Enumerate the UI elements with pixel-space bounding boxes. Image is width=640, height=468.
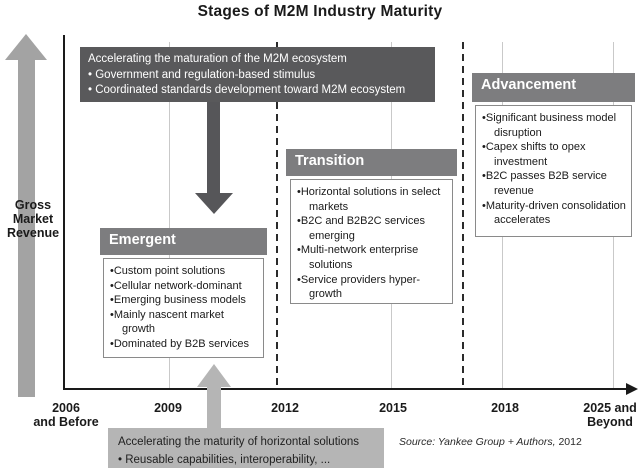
- tick-label-2006: 2006 and Before: [33, 401, 99, 429]
- bullet-item: Multi-network enterprise solutions: [297, 243, 448, 272]
- source-note-italic: Source: Yankee Group + Authors,: [399, 436, 556, 448]
- x-axis-arrow-icon: [626, 383, 638, 395]
- stage-transition-body: Horizontal solutions in select markets B…: [290, 179, 453, 304]
- x-axis-line: [63, 388, 628, 390]
- revenue-growth-arrow-icon: [18, 56, 35, 397]
- tick-label-2015: 2015: [379, 401, 407, 415]
- bullet-item: Capex shifts to opex investment: [482, 140, 627, 169]
- bullet-item: Significant business model disruption: [482, 111, 627, 140]
- stage-advancement-body: Significant business model disruption Ca…: [475, 105, 632, 237]
- tick-label-2012: 2012: [271, 401, 299, 415]
- stage-divider-dashed-left: [276, 42, 278, 388]
- tick-label-2025: 2025 and Beyond: [583, 401, 637, 429]
- y-axis-label: Gross Market Revenue: [6, 198, 60, 240]
- tick-label-2018: 2018: [491, 401, 519, 415]
- top-callout-bullet: Coordinated standards development toward…: [88, 83, 435, 99]
- down-arrowhead-icon: [195, 193, 233, 214]
- top-callout-bullet: Government and regulation-based stimulus: [88, 68, 435, 84]
- bullet-item: Maturity-driven consolidation accelerate…: [482, 199, 627, 228]
- bullet-item: Mainly nascent market growth: [110, 308, 259, 337]
- up-arrow-icon: [207, 386, 221, 428]
- bullet-item: B2C and B2B2C services emerging: [297, 214, 448, 243]
- stage-advancement-header: Advancement: [472, 73, 635, 102]
- gridline-2009: [169, 42, 170, 388]
- page-title: Stages of M2M Industry Maturity: [197, 3, 443, 20]
- stage-transition-header: Transition: [286, 149, 457, 176]
- down-arrow-icon: [207, 101, 220, 193]
- bottom-callout: Accelerating the maturity of horizontal …: [108, 428, 384, 468]
- top-callout-heading: Accelerating the maturation of the M2M e…: [88, 53, 347, 65]
- bullet-item: Custom point solutions: [110, 264, 259, 279]
- bullet-item: B2C passes B2B service revenue: [482, 169, 627, 198]
- bullet-item: Horizontal solutions in select markets: [297, 185, 448, 214]
- stage-emergent-header: Emergent: [100, 228, 267, 255]
- tick-label-2009: 2009: [154, 401, 182, 415]
- top-callout: Accelerating the maturation of the M2M e…: [80, 47, 435, 102]
- stage-divider-dashed-right: [462, 42, 464, 388]
- bullet-item: Cellular network-dominant: [110, 279, 259, 294]
- source-note-year: 2012: [555, 436, 582, 448]
- bullet-item: Dominated by B2B services: [110, 337, 259, 352]
- bullet-item: Emerging business models: [110, 293, 259, 308]
- bullet-item: Service providers hyper-growth: [297, 273, 448, 302]
- up-arrowhead-icon: [197, 364, 231, 387]
- revenue-growth-arrowhead-icon: [5, 34, 47, 60]
- y-axis-line: [63, 35, 65, 390]
- bottom-callout-heading: Accelerating the maturity of horizontal …: [118, 436, 359, 448]
- stage-emergent-body: Custom point solutions Cellular network-…: [103, 258, 264, 358]
- bottom-callout-bullet: Reusable capabilities, interoperability,…: [118, 451, 384, 468]
- source-note: Source: Yankee Group + Authors, 2012: [399, 436, 582, 448]
